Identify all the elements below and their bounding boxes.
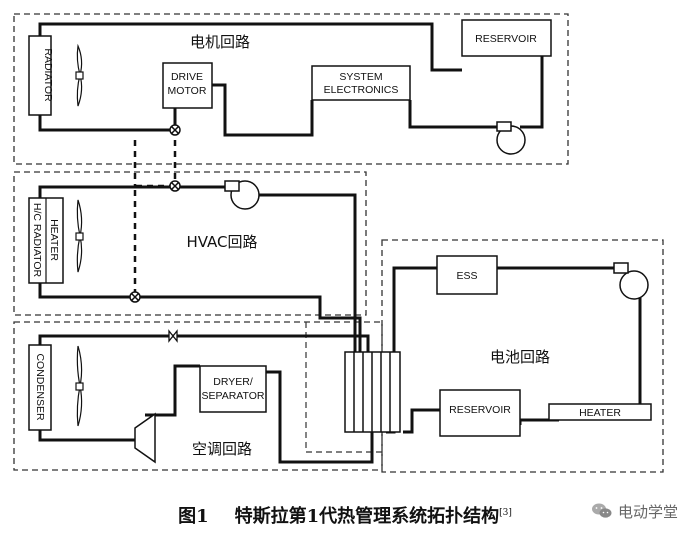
fan-icon — [75, 199, 84, 273]
pump-icon — [496, 121, 526, 155]
heater-horizontal-box: HEATER — [548, 403, 652, 421]
watermark: 电动学堂 — [591, 498, 678, 524]
heater-vertical-label: HEATER — [48, 219, 60, 261]
figure-reference: [3] — [499, 508, 512, 518]
ac-loop-label: 空调回路 — [192, 440, 252, 458]
system-electronics-label-line2: ELECTRONICS — [324, 84, 399, 96]
watermark-text: 电动学堂 — [617, 502, 678, 521]
expansion-valve-icon — [168, 329, 178, 343]
thermal-topology-diagram: RADIATOR DRIVE MOTOR SYSTEM ELECTRONICS … — [13, 13, 664, 473]
dryer-label-line1: DRYER/ — [213, 376, 253, 388]
dryer-label-line2: SEPARATOR — [201, 390, 264, 402]
radiator-box: RADIATOR — [28, 35, 54, 116]
heat-exchanger-box — [344, 351, 401, 433]
reservoir-top-box: RESERVOIR — [461, 19, 552, 57]
hvac-loop-boundary — [13, 171, 367, 316]
wechat-icon — [591, 503, 612, 518]
ess-label: ESS — [456, 270, 477, 282]
compressor-icon — [134, 412, 156, 464]
battery-loop-label: 电池回路 — [490, 348, 550, 366]
fan-icon — [75, 43, 84, 107]
hvac-loop-label: HVAC回路 — [186, 233, 257, 251]
reservoir-top-label: RESERVOIR — [475, 33, 537, 45]
valve-icon — [169, 180, 181, 192]
heater-hc-radiator-box: H/C RADIATOR HEATER — [28, 197, 64, 284]
figure-caption: 图1 特斯拉第1代热管理系统拓扑结构[3] — [0, 502, 690, 532]
drive-motor-label-line1: DRIVE — [171, 71, 203, 83]
dryer-separator-box: DRYER/ SEPARATOR — [199, 365, 267, 413]
hc-radiator-label: H/C RADIATOR — [31, 203, 43, 278]
valve-link-dashed — [133, 140, 177, 294]
drive-motor-box: DRIVE MOTOR — [162, 62, 213, 109]
figure-number: 图1 — [178, 506, 209, 527]
fan-icon — [75, 345, 84, 427]
condenser-label: CONDENSER — [34, 353, 46, 421]
inner-dashed-routing — [305, 322, 382, 453]
drive-motor-label-line2: MOTOR — [168, 85, 207, 97]
radiator-label: RADIATOR — [42, 48, 54, 102]
condenser-box: CONDENSER — [28, 344, 52, 431]
system-electronics-label-line1: SYSTEM — [339, 71, 382, 83]
reservoir-bottom-box: RESERVOIR — [439, 389, 521, 437]
valve-icon — [129, 291, 141, 303]
motor-loop-label: 电机回路 — [190, 33, 250, 51]
figure-title: 特斯拉第1代热管理系统拓扑结构 — [234, 506, 500, 527]
pump-icon — [224, 180, 260, 210]
reservoir-bottom-label: RESERVOIR — [449, 404, 511, 416]
valve-icon — [169, 124, 181, 136]
pump-icon — [613, 262, 649, 300]
motor-loop-boundary — [13, 13, 569, 165]
system-electronics-box: SYSTEM ELECTRONICS — [311, 65, 411, 101]
ess-box: ESS — [436, 255, 498, 295]
heater-horizontal-label: HEATER — [579, 407, 621, 419]
